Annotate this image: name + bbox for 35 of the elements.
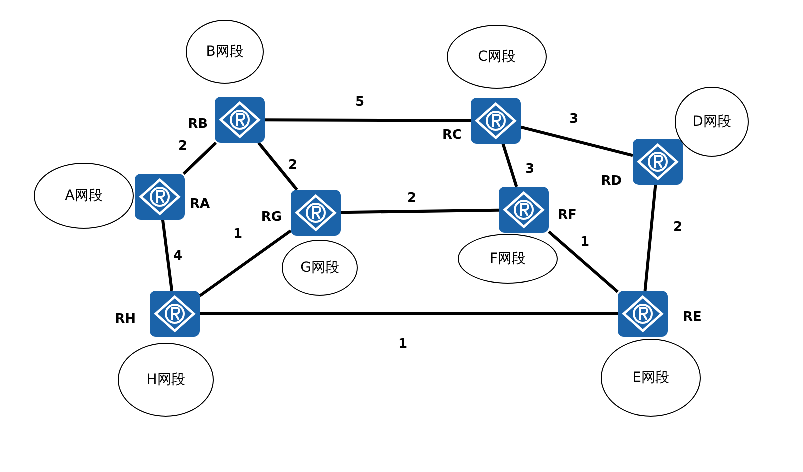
segment-ellipse: F网段 bbox=[458, 234, 558, 284]
router-label: RE bbox=[683, 311, 702, 325]
router-label: RD bbox=[601, 175, 622, 189]
link-line bbox=[182, 142, 218, 176]
link-line bbox=[258, 142, 298, 191]
link-line bbox=[200, 312, 618, 316]
router-label: RG bbox=[261, 211, 282, 225]
link-line bbox=[340, 208, 500, 214]
router-icon bbox=[499, 187, 549, 233]
router-label: RB bbox=[188, 118, 208, 132]
router-icon bbox=[471, 98, 521, 144]
link-line bbox=[161, 220, 174, 292]
segment-ellipse: B网段 bbox=[186, 20, 264, 84]
link-line bbox=[548, 230, 619, 294]
segment-ellipse: D网段 bbox=[675, 87, 749, 157]
router-label: RA bbox=[190, 198, 210, 212]
segment-ellipse: G网段 bbox=[282, 240, 358, 296]
link-line bbox=[520, 126, 634, 158]
router-icon bbox=[215, 97, 265, 143]
router-label: RH bbox=[115, 313, 136, 327]
segment-ellipse: A网段 bbox=[34, 163, 134, 229]
link-line bbox=[644, 184, 658, 292]
segment-ellipse: H网段 bbox=[118, 343, 214, 417]
link-line bbox=[502, 144, 518, 188]
router-icon bbox=[633, 139, 683, 185]
router-icon bbox=[618, 291, 668, 337]
segment-ellipse: E网段 bbox=[601, 339, 701, 417]
link-line bbox=[265, 118, 471, 122]
router-icon bbox=[291, 190, 341, 236]
router-icon bbox=[150, 291, 200, 337]
segment-ellipse: C网段 bbox=[447, 25, 547, 89]
router-label: RF bbox=[558, 209, 577, 223]
link-line bbox=[199, 230, 292, 298]
router-label: RC bbox=[442, 129, 462, 143]
router-icon bbox=[135, 174, 185, 220]
